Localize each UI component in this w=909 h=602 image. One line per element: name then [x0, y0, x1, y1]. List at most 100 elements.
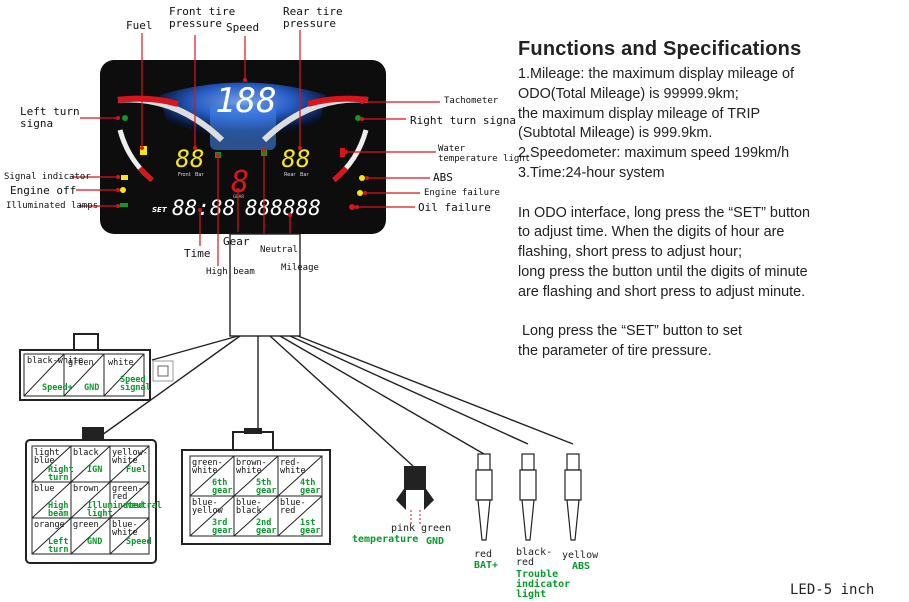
connector-a-func: Speed+ [42, 383, 73, 393]
expand-icon [152, 360, 174, 382]
spec-line: 3.Time:24-hour system [518, 164, 665, 181]
connector-b-func: IGN [87, 465, 103, 475]
connector-b-func: Illuminated light [87, 501, 144, 519]
spec-line: ODO(Total Mileage) is 99999.9km; [518, 85, 739, 102]
spec-line: 2.Speedometer: maximum speed 199km/h [518, 145, 790, 162]
set-label: SET [152, 206, 168, 214]
trouble-func-label: Trouble indicator light [516, 569, 571, 600]
tachometer-callout: Tachometer [444, 96, 499, 106]
left-turn-callout-1: Left turn [20, 105, 80, 118]
spec-line: 1.Mileage: the maximum display mileage o… [518, 66, 794, 82]
connector-c [181, 428, 331, 545]
speed-callout: Speed [226, 21, 260, 34]
connector-b-func: Right turn [48, 465, 74, 483]
connector-c-wire: blue-yellow [192, 498, 223, 516]
set-instruction-line: to adjust time. When the digits of hour … [518, 224, 785, 241]
set-instruction-line: flashing, short press to adjust hour; [518, 244, 742, 261]
mileage-callout: Mileage [281, 263, 319, 273]
set-instruction-line: long press the button until the digits o… [518, 263, 808, 280]
connector-b-wire: blue [34, 484, 55, 494]
water-temp-callout-1: Water [438, 144, 466, 154]
set-instruction-line: In ODO interface, long press the “SET” b… [518, 204, 810, 221]
connector-b-wire: green [73, 520, 99, 530]
wire-color: black-white [27, 356, 84, 366]
gnd-func-label: GND [426, 536, 445, 547]
black-red-wire-label: black-red [516, 547, 553, 568]
odo-readout: 888888 [245, 196, 321, 220]
left-turn-callout-2: signa [20, 117, 54, 130]
connector-b-func: Left turn [48, 537, 69, 555]
water-temp-callout-2: temperature light [438, 154, 531, 164]
connector-a-func: Speed signal [120, 375, 151, 393]
right-turn-callout: Right turn signa [410, 114, 516, 127]
connector-c-func: 5th gear [256, 478, 277, 496]
connector-b-wire: orange [34, 520, 65, 530]
engine-failure-callout: Engine failure [424, 188, 500, 198]
front-tire-callout-1: Front tire [169, 5, 236, 18]
harness-wires [94, 233, 574, 467]
connector-c-wire: green-white [192, 458, 223, 476]
illuminated-lamps-icon [120, 203, 128, 207]
front-tire-readout: 88 [176, 145, 205, 173]
connector-b [25, 427, 157, 564]
rear-tire-callout-2: pressure [283, 17, 336, 30]
fuel-callout: Fuel [126, 19, 153, 32]
illuminated-callout: Illuminated lamps [6, 201, 99, 211]
tire-instruction-line: Long press the “SET” button to set [518, 323, 742, 340]
connector-c-func: 2nd gear [256, 518, 277, 536]
model-label: LED-5 inch [790, 582, 875, 598]
callout-lines [72, 30, 440, 266]
connector-c-func: 1st gear [300, 518, 321, 536]
spec-line: the maximum display mileage of TRIP [518, 105, 761, 122]
specifications-title: Functions and Specifications [518, 38, 802, 60]
connector-d [396, 466, 434, 526]
connector-c-func: 3rd gear [212, 518, 233, 536]
bar-label-rear: Bar [300, 172, 309, 178]
specifications-panel: Functions and Specifications 1.Mileage: … [518, 38, 903, 362]
terminal-red [475, 453, 493, 541]
signal-indicator-callout: Signal indicator [4, 172, 91, 182]
bat-func-label: BAT+ [474, 560, 499, 571]
terminal-black-red [519, 453, 537, 541]
connector-b-func: Speed [126, 537, 152, 547]
connector-a-cell: green [68, 358, 94, 368]
pink-wire-label: pink [391, 523, 416, 534]
rear-tire-callout-1: Rear tire [283, 5, 343, 18]
green-wire-label: green [421, 523, 452, 534]
connector-c-func: 6th gear [212, 478, 233, 496]
high-beam-callout: High beam [206, 267, 255, 277]
spec-line: (Subtotal Mileage) is 999.9km. [518, 125, 713, 142]
connector-a-cell: white [108, 358, 134, 368]
neutral-callout: Neutral [260, 245, 298, 255]
engine-off-icon [120, 187, 126, 193]
left-turn-indicator [122, 115, 128, 121]
connector-c-wire: red-white [280, 458, 306, 476]
time-readout: 88:88 [172, 196, 235, 220]
time-callout: Time [184, 247, 211, 260]
fuel-icon [140, 146, 147, 155]
connector-b-func: Fuel [126, 465, 147, 475]
rear-label: Rear [284, 172, 296, 178]
front-tire-callout-2: pressure [169, 17, 222, 30]
yellow-wire-label: yellow [562, 550, 599, 561]
connector-b-wire: green-red [112, 484, 143, 502]
right-turn-indicator [355, 115, 361, 121]
connector-b-func: GND [87, 537, 103, 547]
dashboard-display: 188 88 88 Front Bar Rear Bar 8 GEAR SET … [100, 60, 386, 234]
gear-readout: 8 [231, 165, 249, 200]
oil-failure-icon [349, 204, 355, 210]
engine-off-callout: Engine off [10, 184, 77, 197]
connector-a-cell: black-white [27, 356, 84, 366]
connector-c-func: 4th gear [300, 478, 321, 496]
water-temp-icon [340, 148, 345, 157]
abs-callout: ABS [433, 171, 453, 184]
bar-label-front: Bar [195, 172, 204, 178]
connector-b-func: High beam [48, 501, 69, 519]
connector-b-wire: black [73, 448, 99, 458]
set-instruction-line: are flashing and short press to adjust m… [518, 283, 806, 300]
red-wire-label: red [474, 549, 493, 560]
tire-instruction-line: the parameter of tire pressure. [518, 343, 712, 360]
connector-b-wire: blue-white [112, 520, 138, 538]
signal-indicator-icon [121, 175, 128, 180]
